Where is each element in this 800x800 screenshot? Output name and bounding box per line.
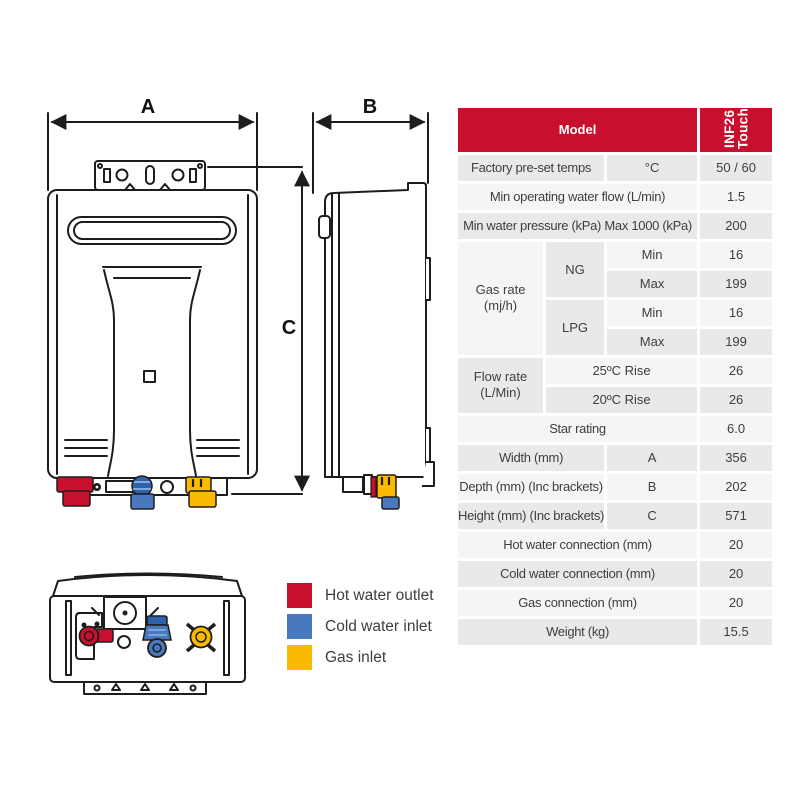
cell-value: 199 — [700, 270, 773, 297]
cell-value: 16 — [700, 299, 773, 326]
dimension-c-label: C — [281, 317, 297, 339]
cell-label: Cold water connection (mm) — [458, 560, 698, 587]
mounting-bracket — [94, 160, 206, 191]
table-row: Hot water connection (mm) 20 — [458, 531, 773, 558]
cell-unit: B — [607, 473, 698, 500]
hot-water-outlet-connector — [56, 476, 101, 507]
cell-unit: °C — [607, 154, 698, 181]
cold-water-valve — [142, 615, 172, 658]
cell-value: 16 — [700, 241, 773, 268]
gas-swatch — [287, 645, 312, 670]
cell-unit: A — [607, 444, 698, 471]
cell-value: 20 — [700, 589, 773, 616]
cell-label: Hot water connection (mm) — [458, 531, 698, 558]
cell-value: 50 / 60 — [700, 154, 773, 181]
table-header-row: Model INF26 Touch — [458, 107, 773, 152]
cell-label: Height (mm) (Inc brackets) — [458, 502, 604, 529]
legend-label: Hot water outlet — [325, 586, 434, 604]
cell-value: 26 — [700, 386, 773, 413]
table-row: Min operating water flow (L/min) 1.5 — [458, 183, 773, 210]
cell-rise: 20ºC Rise — [546, 386, 698, 413]
legend: Hot water outlet Cold water inlet Gas in… — [287, 583, 434, 670]
cell-group: Flow rate(L/Min) — [458, 357, 544, 413]
legend-item: Hot water outlet — [287, 583, 434, 608]
dimension-b-arrow — [312, 112, 429, 194]
table-row: Factory pre-set temps °C 50 / 60 — [458, 154, 773, 181]
cell-label: Min operating water flow (L/min) — [458, 183, 698, 210]
front-view-drawing — [47, 112, 310, 510]
cell-value: 15.5 — [700, 618, 773, 645]
table-row: Gas rate(mj/h) NG Min 16 — [458, 241, 773, 355]
cell-label: Min water pressure (kPa) Max 1000 (kPa) — [458, 212, 698, 239]
water-heater-drawings — [47, 112, 435, 695]
cell-limit: Min — [607, 241, 698, 268]
table-row: Star rating 6.0 — [458, 415, 773, 442]
table-row: 20ºC Rise 26 — [458, 386, 773, 413]
table-row: Weight (kg) 15.5 — [458, 618, 773, 645]
cell-label: Weight (kg) — [458, 618, 698, 645]
hot-water-swatch — [287, 583, 312, 608]
spec-table: Model INF26 Touch Factory pre-set temps … — [455, 105, 775, 648]
cell-fuel: LPG — [546, 299, 605, 355]
hot-water-valve — [78, 621, 114, 647]
table-row: Flow rate(L/Min) 25ºC Rise 26 — [458, 357, 773, 413]
gas-inlet-connector — [185, 476, 217, 508]
cell-value: 356 — [700, 444, 773, 471]
dimension-b-label: B — [362, 96, 378, 118]
bottom-view-drawing — [49, 572, 246, 695]
side-view-drawing — [312, 112, 435, 510]
legend-item: Gas inlet — [287, 645, 434, 670]
model-name: INF26 Touch — [721, 107, 751, 149]
cell-label: Star rating — [458, 415, 698, 442]
cell-fuel: NG — [546, 241, 605, 297]
legend-label: Cold water inlet — [325, 617, 432, 635]
model-header-cell: Model — [458, 108, 698, 152]
model-value-cell: INF26 Touch — [700, 107, 773, 152]
table-row: Min water pressure (kPa) Max 1000 (kPa) … — [458, 212, 773, 239]
cell-group: Gas rate(mj/h) — [458, 241, 544, 355]
cell-rise: 25ºC Rise — [546, 357, 698, 384]
cell-unit: C — [607, 502, 698, 529]
table-row: Max 199 — [458, 328, 773, 355]
cell-value: 20 — [700, 560, 773, 587]
dimension-c-arrow — [207, 166, 310, 495]
table-row: Depth (mm) (Inc brackets) B 202 — [458, 473, 773, 500]
cell-value: 26 — [700, 357, 773, 384]
dimension-a-arrow — [47, 112, 258, 191]
table-row: Gas connection (mm) 20 — [458, 589, 773, 616]
cell-value: 20 — [700, 531, 773, 558]
cold-water-swatch — [287, 614, 312, 639]
cell-limit: Max — [607, 328, 698, 355]
cell-limit: Min — [607, 299, 698, 326]
cell-label: Width (mm) — [458, 444, 605, 471]
table-row: Width (mm) A 356 — [458, 444, 773, 471]
cell-label: Factory pre-set temps — [458, 154, 605, 181]
gas-valve — [185, 622, 217, 653]
cell-limit: Max — [607, 270, 698, 297]
table-row: LPG Min 16 — [458, 299, 773, 355]
cell-value: 199 — [700, 328, 773, 355]
cell-value: 202 — [700, 473, 773, 500]
table-row: Max 199 — [458, 270, 773, 297]
table-row: Cold water connection (mm) 20 — [458, 560, 773, 587]
legend-label: Gas inlet — [325, 648, 387, 666]
cell-label: Depth (mm) (Inc brackets) — [458, 473, 605, 500]
cell-value: 6.0 — [700, 415, 773, 442]
cell-value: 571 — [700, 502, 773, 529]
cell-value: 1.5 — [700, 183, 773, 210]
legend-item: Cold water inlet — [287, 614, 434, 639]
cold-water-inlet-connector — [130, 475, 155, 510]
table-row: Height (mm) (Inc brackets) C 571 — [458, 502, 773, 529]
cell-value: 200 — [700, 212, 773, 239]
dimension-a-label: A — [140, 96, 156, 118]
cell-label: Gas connection (mm) — [458, 589, 698, 616]
